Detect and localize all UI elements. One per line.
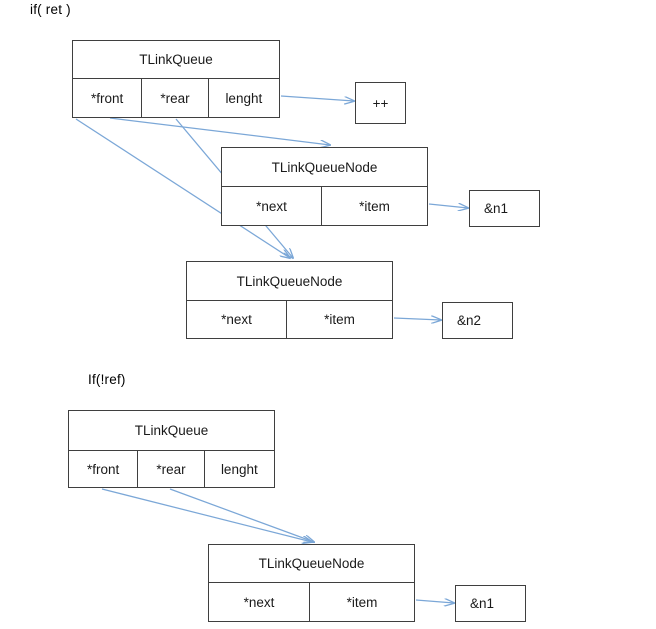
connector-rear-to-node-bottom bbox=[169, 488, 314, 542]
struct-field-row: *next *item bbox=[222, 187, 427, 225]
struct-field-row: *next *item bbox=[187, 301, 392, 338]
field-rear[interactable]: *rear bbox=[141, 79, 208, 117]
connector-lenght-to-increment bbox=[280, 95, 354, 101]
field-item[interactable]: *item bbox=[309, 583, 414, 621]
struct-title: TLinkQueue bbox=[73, 41, 279, 79]
struct-field-row: *front *rear lenght bbox=[73, 79, 279, 117]
section-caption-if-ret: if( ret ) bbox=[30, 2, 71, 17]
field-next[interactable]: *next bbox=[209, 583, 310, 621]
connector-node-bottom-item-to-n1 bbox=[415, 600, 454, 603]
connector-front-to-node-bottom bbox=[101, 488, 312, 542]
section-caption-if-not-ref: If(!ref) bbox=[88, 372, 126, 387]
struct-field-row: *next *item bbox=[209, 583, 414, 621]
connector-node2-item-to-n2 bbox=[393, 318, 441, 320]
box-n1-bottom[interactable]: &n1 bbox=[455, 585, 526, 622]
field-front[interactable]: *front bbox=[73, 79, 142, 117]
struct-title: TLinkQueueNode bbox=[222, 148, 427, 187]
field-lenght[interactable]: lenght bbox=[203, 451, 274, 487]
field-front[interactable]: *front bbox=[69, 451, 138, 487]
field-lenght[interactable]: lenght bbox=[207, 79, 279, 117]
connector-front-to-node1-top bbox=[109, 117, 330, 145]
struct-title: TLinkQueue bbox=[69, 411, 274, 451]
struct-title: TLinkQueueNode bbox=[187, 262, 392, 301]
struct-title: TLinkQueueNode bbox=[209, 545, 414, 583]
box-increment[interactable]: ++ bbox=[355, 82, 406, 124]
field-rear[interactable]: *rear bbox=[137, 451, 204, 487]
box-n1-top[interactable]: &n1 bbox=[469, 190, 540, 227]
field-next[interactable]: *next bbox=[222, 187, 322, 225]
connector-node1-item-to-n1 bbox=[428, 204, 468, 208]
struct-tlinkqueuenode-top-1[interactable]: TLinkQueueNode *next *item bbox=[221, 147, 428, 226]
struct-tlinkqueuenode-bottom-1[interactable]: TLinkQueueNode *next *item bbox=[208, 544, 415, 622]
field-item[interactable]: *item bbox=[286, 301, 392, 338]
field-item[interactable]: *item bbox=[321, 187, 427, 225]
field-next[interactable]: *next bbox=[187, 301, 287, 338]
box-n2-top[interactable]: &n2 bbox=[442, 302, 513, 339]
struct-tlinkqueue-bottom[interactable]: TLinkQueue *front *rear lenght bbox=[68, 410, 275, 488]
struct-field-row: *front *rear lenght bbox=[69, 451, 274, 487]
struct-tlinkqueuenode-top-2[interactable]: TLinkQueueNode *next *item bbox=[186, 261, 393, 339]
struct-tlinkqueue-top[interactable]: TLinkQueue *front *rear lenght bbox=[72, 40, 280, 118]
